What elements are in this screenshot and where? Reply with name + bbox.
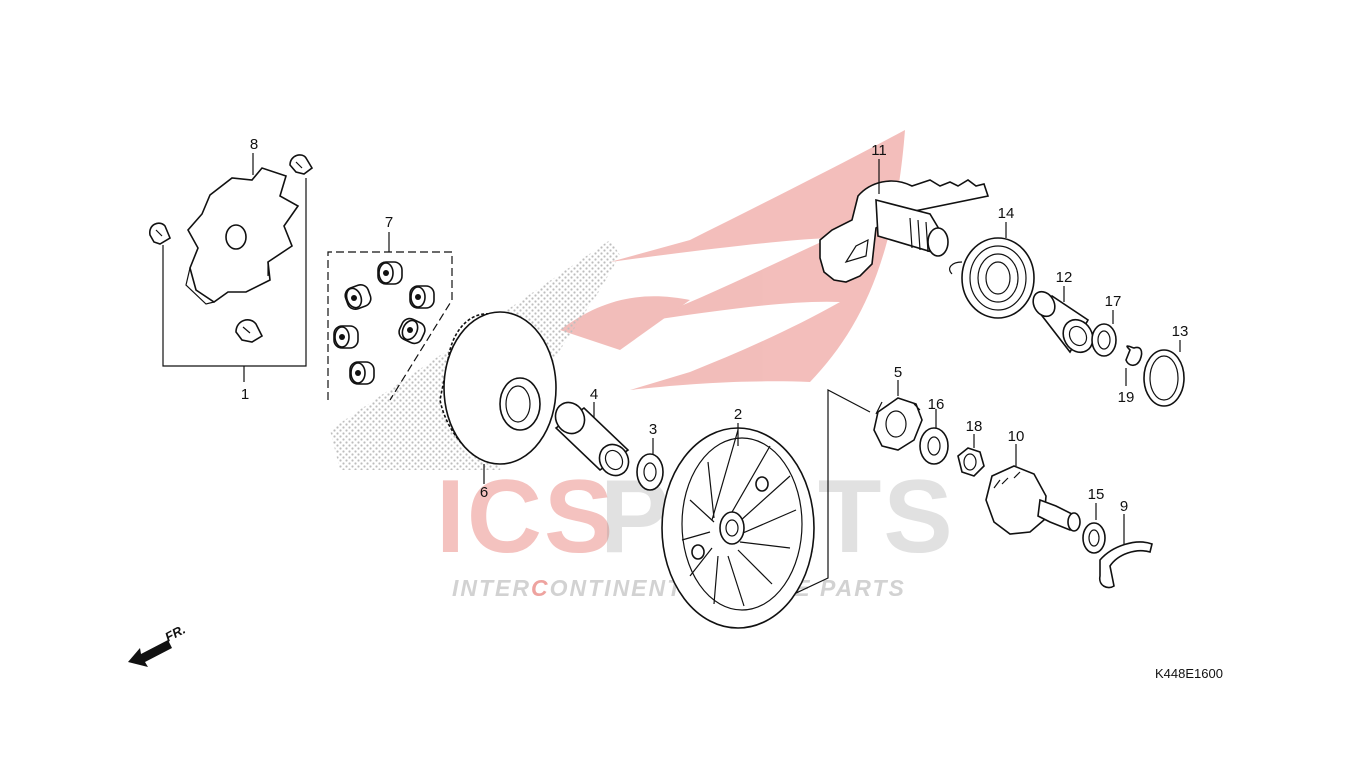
front-direction-indicator: FR.: [128, 622, 188, 667]
washer-part-17: [1091, 310, 1117, 357]
front-arrow-icon: [128, 640, 172, 667]
callout-17: 17: [1105, 293, 1122, 310]
watermark-brand-red: ICS: [436, 459, 615, 575]
diagram-code: K448E1600: [1155, 666, 1223, 681]
movable-drive-face-part-6: [439, 311, 557, 484]
washer-part-3: [636, 438, 664, 491]
callout-16: 16: [928, 396, 945, 413]
callout-1: 1: [241, 386, 249, 403]
watermark-tagline-2: C: [531, 575, 550, 601]
callout-labels: 1 2 3 4 5 6 7 8 9 10 11 12 13 14 15 16 1…: [241, 136, 1189, 515]
washer-part-15: [1082, 503, 1106, 554]
seal-ring-part-13: [1143, 340, 1185, 407]
callout-9: 9: [1120, 498, 1128, 515]
bracket-group-1-8: [162, 178, 307, 367]
watermark-tagline-1: INTER: [452, 575, 531, 601]
callout-4: 4: [590, 386, 598, 403]
kick-spring-part-14: [949, 222, 1035, 319]
callout-3: 3: [649, 421, 657, 438]
weight-rollers-part-7: [333, 261, 435, 385]
roller-1: [377, 261, 403, 285]
callout-18: 18: [966, 418, 983, 435]
roller-6: [349, 361, 375, 385]
ratchet-part-5: [873, 380, 923, 451]
slider-clip-top: [289, 154, 314, 175]
slider-clip-part-1: [235, 319, 264, 343]
bracket-group-7: [327, 251, 453, 401]
callout-10: 10: [1008, 428, 1025, 445]
spindle-collar-part-12: [1032, 286, 1094, 354]
callout-12: 12: [1056, 269, 1073, 286]
callout-13: 13: [1172, 323, 1189, 340]
drive-plate-part-8: [185, 153, 300, 305]
callout-11: 11: [871, 142, 887, 159]
callout-5: 5: [894, 364, 902, 381]
collar-part-4: [554, 401, 630, 477]
fan-drive-face-part-2: [661, 423, 815, 629]
spring-clip-part-9: [1098, 514, 1153, 589]
roller-3: [409, 285, 435, 309]
roller-2: [344, 284, 372, 310]
roller-5: [398, 317, 426, 345]
callout-8: 8: [250, 136, 258, 153]
callout-6: 6: [480, 484, 488, 501]
callout-2: 2: [734, 406, 742, 423]
callout-14: 14: [998, 205, 1015, 222]
kick-starter-spindle-part-11: [819, 159, 990, 283]
callout-15: 15: [1088, 486, 1105, 503]
washer-part-16: [919, 409, 949, 465]
callout-7: 7: [385, 214, 393, 231]
callout-19: 19: [1118, 389, 1135, 406]
slider-clip-left: [149, 222, 172, 245]
starter-driven-gear-part-10: [985, 444, 1081, 535]
wing-logo-watermark: [560, 130, 905, 390]
nut-part-18: [957, 434, 985, 477]
circlip-part-19: [1125, 345, 1143, 386]
roller-4: [333, 325, 359, 349]
